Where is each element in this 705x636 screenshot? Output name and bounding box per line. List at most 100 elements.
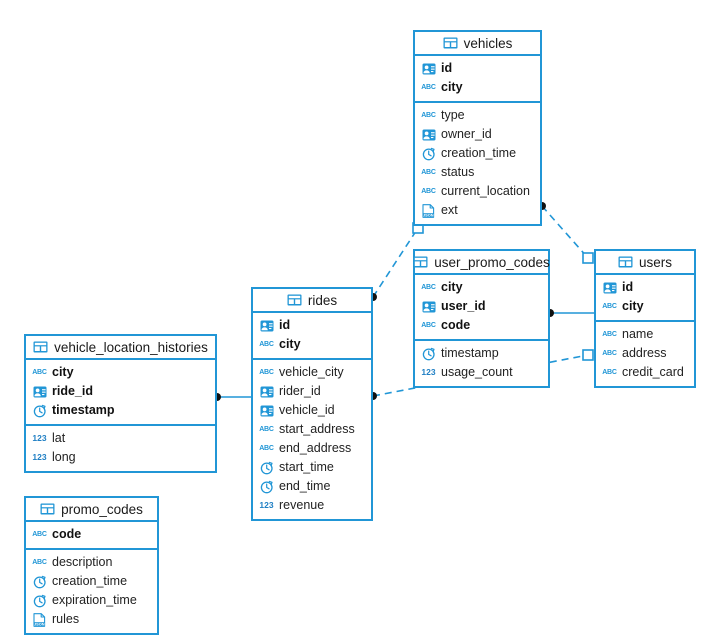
table-header[interactable]: rides <box>253 289 371 313</box>
field-name: status <box>441 165 475 180</box>
field-row[interactable]: JSON ext <box>415 201 540 220</box>
svg-text:JSON: JSON <box>423 212 434 217</box>
abc-text-icon: ABC <box>602 303 617 310</box>
abc-text-icon: ABC <box>602 331 617 338</box>
field-name: owner_id <box>441 127 492 142</box>
field-row[interactable]: end_time <box>253 477 371 496</box>
field-row[interactable]: ABC current_location <box>415 182 540 201</box>
field-row[interactable]: vehicle_id <box>253 401 371 420</box>
field-name: type <box>441 108 465 123</box>
key-id-icon <box>259 384 274 399</box>
field-name: id <box>279 318 291 333</box>
field-row[interactable]: ABC description <box>26 553 157 572</box>
field-name: current_location <box>441 184 530 199</box>
field-name: expiration_time <box>52 593 137 608</box>
field-row[interactable]: rider_id <box>253 382 371 401</box>
table-grid-icon <box>40 502 55 517</box>
field-row[interactable]: creation_time <box>26 572 157 591</box>
field-name: credit_card <box>622 365 684 380</box>
key-id-icon <box>32 384 47 399</box>
table-header[interactable]: vehicles <box>415 32 540 56</box>
field-row[interactable]: id <box>253 316 371 335</box>
field-name: usage_count <box>441 365 513 380</box>
field-name: timestamp <box>52 403 115 418</box>
field-name: vehicle_city <box>279 365 344 380</box>
table-title: users <box>638 254 672 270</box>
json-icon: JSON <box>421 203 436 218</box>
field-row[interactable]: ABC type <box>415 106 540 125</box>
field-name: id <box>622 280 634 295</box>
table-grid-icon <box>618 255 633 270</box>
field-name: user_id <box>441 299 486 314</box>
table-title: promo_codes <box>61 501 143 517</box>
field-name: start_address <box>279 422 355 437</box>
table-header[interactable]: vehicle_location_histories <box>26 336 215 360</box>
field-row[interactable]: id <box>596 278 694 297</box>
relationship-rel-user_promo_codes-users[interactable] <box>546 309 594 317</box>
key-id-icon <box>259 318 274 333</box>
field-row[interactable]: expiration_time <box>26 591 157 610</box>
field-name: ext <box>441 203 458 218</box>
clock-icon <box>421 346 436 361</box>
clock-icon <box>32 574 47 589</box>
field-row[interactable]: ride_id <box>26 382 215 401</box>
field-row[interactable]: owner_id <box>415 125 540 144</box>
abc-text-icon: ABC <box>421 284 436 291</box>
svg-text:JSON: JSON <box>34 621 45 626</box>
table-header[interactable]: promo_codes <box>26 498 157 522</box>
field-row[interactable]: start_time <box>253 458 371 477</box>
abc-text-icon: ABC <box>32 559 47 566</box>
table-title: rides <box>307 292 338 308</box>
table-header[interactable]: user_promo_codes <box>413 251 550 275</box>
relationship-rel-rides-vehicle_location_histories[interactable] <box>213 393 251 401</box>
key-id-icon <box>259 403 274 418</box>
field-name: vehicle_id <box>279 403 335 418</box>
json-icon: JSON <box>32 612 47 627</box>
abc-text-icon: ABC <box>421 188 436 195</box>
field-row[interactable]: timestamp <box>26 401 215 420</box>
table-grid-icon <box>443 36 458 51</box>
field-name: city <box>279 337 301 352</box>
abc-text-icon: ABC <box>421 112 436 119</box>
field-row[interactable]: creation_time <box>415 144 540 163</box>
field-row[interactable]: id <box>415 59 540 78</box>
field-name: description <box>52 555 113 570</box>
number-icon: 123 <box>32 433 47 444</box>
field-row[interactable]: timestamp <box>415 344 548 363</box>
table-header[interactable]: users <box>596 251 694 275</box>
field-row[interactable]: user_id <box>415 297 548 316</box>
